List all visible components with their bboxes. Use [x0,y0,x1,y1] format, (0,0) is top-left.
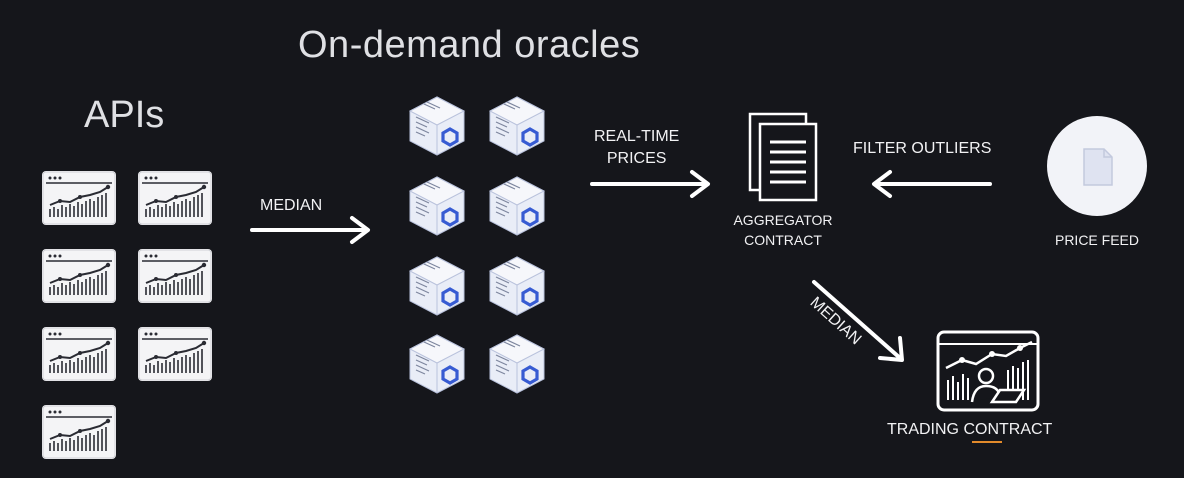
trading-chart-person-icon [936,330,1040,412]
api-chart-card-icon [138,249,212,303]
arrow-to-trading-contract [812,280,904,362]
trading-contract-label: TRADING CONTRACT [887,421,1053,438]
aggregator-line2: CONTRACT [744,232,822,248]
chainlink-oracle-cube-icon [487,175,547,237]
price-feed-label: PRICE FEED [1054,232,1139,248]
realtime-prices-label: REAL-TIME PRICES [594,126,679,170]
api-chart-card-icon [42,327,116,381]
realtime-prices-line2: PRICES [606,150,667,167]
chainlink-oracle-cube-icon [487,95,547,157]
chainlink-oracle-cube-icon [407,333,467,395]
chainlink-oracle-cube-icon [407,175,467,237]
median-label-left: MEDIAN [260,197,323,214]
arrow-from-price-feed [872,170,992,198]
api-chart-card-icon [42,405,116,459]
arrow-to-oracles [250,216,370,244]
arrow-to-aggregator [590,170,710,198]
aggregator-contract-label: AGGREGATOR CONTRACT [718,210,848,250]
chainlink-oracle-cube-icon [407,255,467,317]
api-chart-card-icon [42,171,116,225]
oracles-title: On-demand oracles [298,24,641,66]
price-feed-circle [1046,115,1148,217]
document-icon [1083,148,1113,186]
filter-outliers-label: FILTER OUTLIERS [853,140,992,157]
api-chart-card-icon [42,249,116,303]
text-underline-mark [972,441,1002,443]
chainlink-oracle-cube-icon [487,333,547,395]
apis-title: APIs [84,94,165,136]
document-stack-icon [748,112,818,204]
realtime-prices-line1: REAL-TIME [594,128,680,145]
chainlink-oracle-cube-icon [487,255,547,317]
api-chart-card-icon [138,327,212,381]
chainlink-oracle-cube-icon [407,95,467,157]
api-chart-card-icon [138,171,212,225]
aggregator-line1: AGGREGATOR [733,212,833,228]
